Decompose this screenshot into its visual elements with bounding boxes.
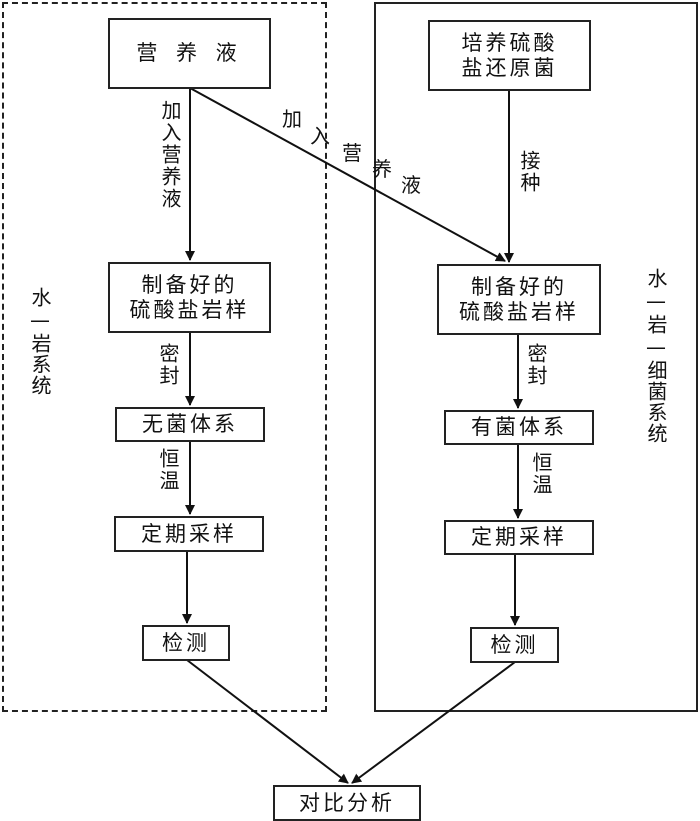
node-detect-left: 检测 — [142, 625, 230, 661]
edge-label-add-nutrient-diag-char: 营 — [342, 141, 362, 165]
node-detect-left-label: 检测 — [162, 630, 210, 655]
arrow-nutrient-to-sample-right — [189, 87, 506, 262]
node-detect-right-label: 检测 — [490, 632, 539, 657]
node-culture-srb-label: 培养硫酸 盐还原菌 — [461, 30, 558, 80]
edge-label-seal-right: 密封 — [524, 343, 548, 387]
node-sterile-system-label: 无菌体系 — [142, 412, 238, 436]
node-sample-right: 制备好的 硫酸盐岩样 — [437, 264, 601, 335]
edge-label-add-nutrient-diag-char: 加 — [282, 107, 302, 131]
water-rock-bacteria-system-frame — [374, 2, 698, 712]
node-compare-analysis-label: 对比分析 — [299, 790, 395, 815]
node-compare-analysis: 对比分析 — [273, 785, 421, 821]
node-nutrient-solution-label: 营 养 液 — [136, 41, 243, 65]
node-sterile-system: 无菌体系 — [115, 407, 265, 442]
node-sample-right-label: 制备好的 硫酸盐岩样 — [459, 274, 579, 324]
node-bacterial-system: 有菌体系 — [444, 410, 594, 445]
edge-label-add-nutrient-left: 加入营养液 — [158, 100, 182, 210]
node-sampling-left: 定期采样 — [114, 516, 264, 552]
edge-label-incubate-left: 恒温 — [156, 448, 180, 492]
edge-label-add-nutrient-diag-char: 养 — [372, 157, 392, 181]
node-sampling-right-label: 定期采样 — [471, 525, 567, 549]
edge-label-seal-left: 密封 — [156, 343, 180, 387]
node-sample-left: 制备好的 硫酸盐岩样 — [108, 262, 271, 333]
node-bacterial-system-label: 有菌体系 — [471, 415, 567, 439]
arrow-detect-right-to-compare — [351, 661, 516, 784]
arrow-detect-left-to-compare — [186, 659, 349, 784]
water-rock-system-frame — [2, 2, 327, 712]
node-detect-right: 检测 — [470, 627, 559, 663]
edge-label-add-nutrient-diag-char: 入 — [310, 124, 330, 148]
node-nutrient-solution: 营 养 液 — [108, 18, 271, 89]
edge-label-inoculate: 接种 — [517, 150, 541, 194]
edge-label-incubate-right: 恒温 — [529, 452, 553, 496]
group-label-water-rock-bacteria: 水—岩—细菌系统 — [644, 268, 668, 444]
edge-label-add-nutrient-diag-char: 液 — [401, 173, 421, 197]
node-sample-left-label: 制备好的 硫酸盐岩样 — [129, 272, 250, 322]
node-culture-srb: 培养硫酸 盐还原菌 — [428, 20, 591, 91]
node-sampling-right: 定期采样 — [444, 520, 594, 555]
group-label-water-rock: 水—岩系统 — [28, 287, 52, 396]
node-sampling-left-label: 定期采样 — [141, 521, 237, 546]
